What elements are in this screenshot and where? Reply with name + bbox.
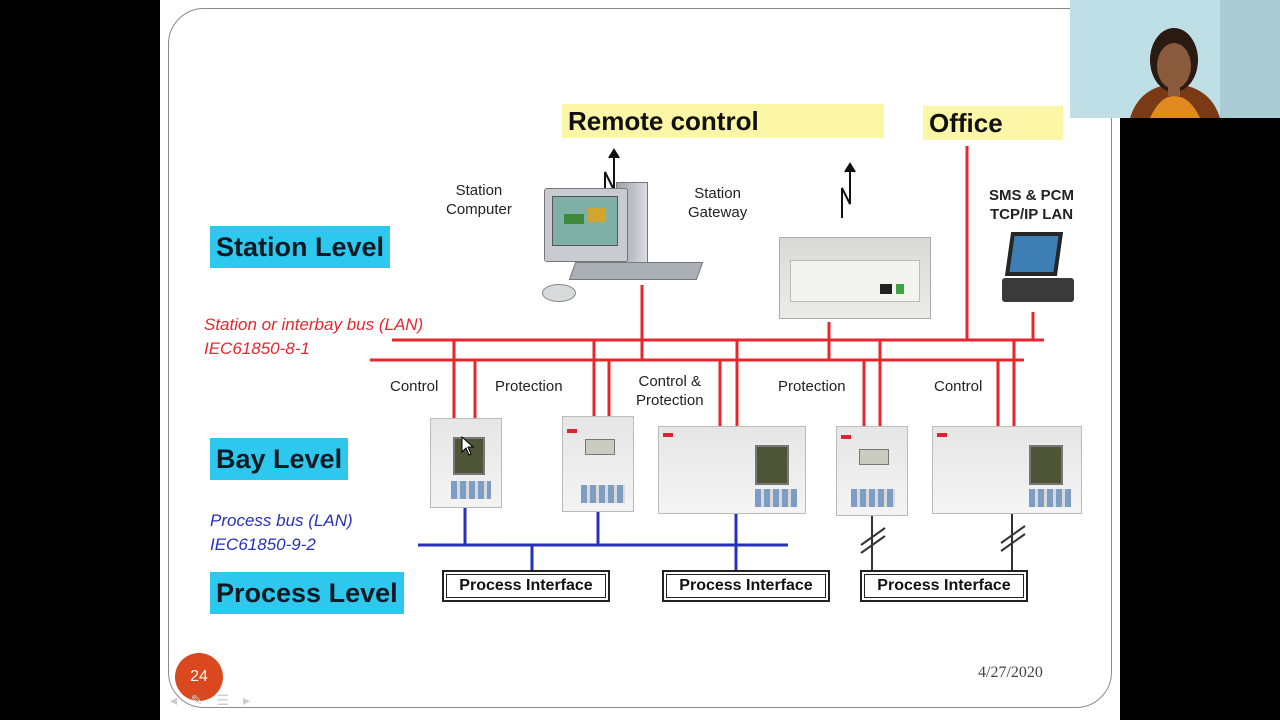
sms-pcm-label: SMS & PCM TCP/IP LAN: [989, 187, 1075, 223]
bay-level-tag: Bay Level: [210, 438, 349, 480]
slide-frame: [168, 8, 1112, 708]
gateway-device-icon: [779, 237, 931, 319]
webcam-thumbnail[interactable]: [1070, 0, 1280, 118]
ied-device-2: [562, 416, 634, 512]
office-label: Office: [923, 106, 1063, 140]
laptop-icon: [1002, 232, 1076, 310]
remote-control-label: Remote control: [562, 104, 884, 138]
station-level-tag: Station Level: [210, 226, 391, 268]
station-bus-standard: IEC61850-8-1: [204, 339, 310, 358]
bay-protection-label-1: Protection: [495, 378, 563, 395]
next-slide-icon[interactable]: ▸: [243, 692, 251, 708]
radio-link-icons: [604, 148, 856, 218]
process-interface-2: Process Interface: [662, 570, 830, 602]
bay-control-protection-label: Control & Protection: [636, 373, 704, 409]
process-bus-standard: IEC61850-9-2: [210, 535, 316, 554]
bay-control-label-2: Control: [934, 378, 983, 395]
mouse-cursor-icon: [461, 436, 475, 456]
process-interface-3: Process Interface: [860, 570, 1028, 602]
ied-device-3: [658, 426, 806, 514]
slide-date: 4/27/2020: [978, 664, 1043, 681]
ied-device-1: [430, 418, 502, 508]
station-computer-label: Station Computer: [446, 182, 512, 218]
prev-slide-icon[interactable]: ◂: [170, 692, 178, 708]
process-interface-1: Process Interface: [442, 570, 610, 602]
station-bus-lines: [370, 146, 1044, 426]
station-gateway-label: Station Gateway: [688, 185, 748, 221]
bay-control-label-1: Control: [390, 378, 439, 395]
process-bus-lines: [418, 506, 788, 570]
station-computer-icon: [538, 178, 704, 308]
slide-number-badge: 24: [175, 653, 223, 701]
ied-device-4: [836, 426, 908, 516]
slide: Remote control Office Station Computer S…: [160, 0, 1120, 720]
slide-nav-controls[interactable]: ◂ ✎ ☰ ▸: [170, 692, 250, 709]
process-bus-label: Process bus (LAN): [210, 511, 353, 530]
network-diagram: [370, 146, 1044, 570]
presenter-video: [1070, 0, 1280, 118]
menu-icon[interactable]: ☰: [216, 692, 230, 708]
bay-protection-label-2: Protection: [778, 378, 846, 395]
station-bus-label: Station or interbay bus (LAN): [204, 315, 424, 334]
pen-icon[interactable]: ✎: [190, 692, 203, 708]
ied-device-5: [932, 426, 1082, 514]
process-level-tag: Process Level: [210, 572, 404, 614]
direct-links: [860, 512, 1026, 570]
